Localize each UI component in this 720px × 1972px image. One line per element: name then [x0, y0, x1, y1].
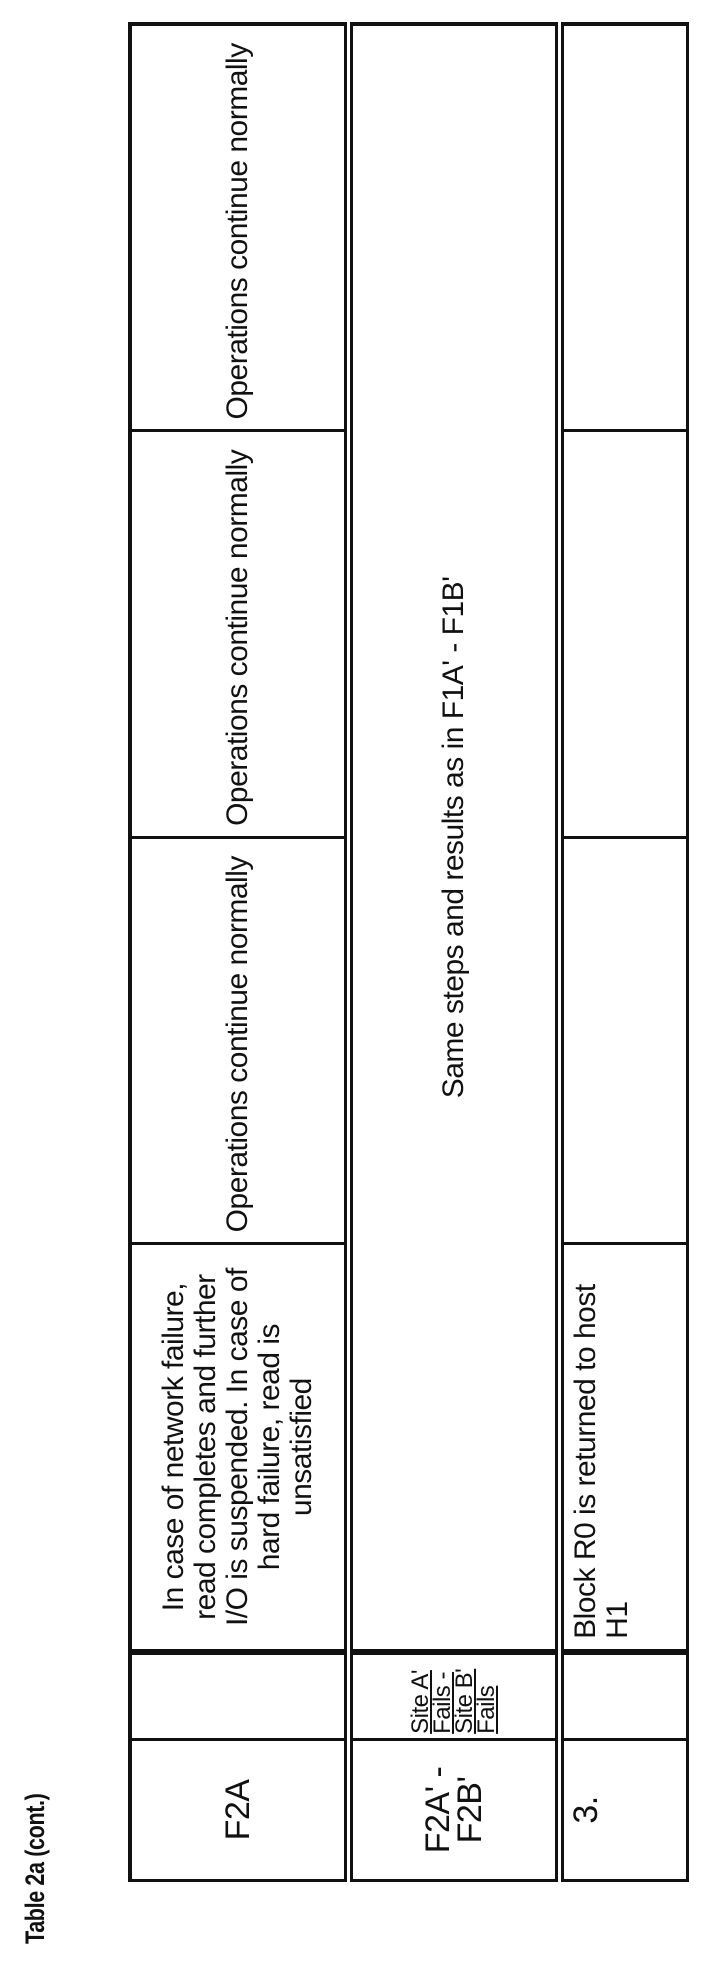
row-id: F2A' - F2B': [349, 1739, 560, 1880]
table-title: Table 2a (cont.): [20, 1794, 51, 1944]
row-label: [560, 1652, 688, 1740]
table-row-3: 3. Block R0 is returned to host H1: [560, 24, 688, 1881]
cell-merged-same-steps: Same steps and results as in F1A' - F1B': [349, 24, 560, 1652]
table-row-f2a-f2b: F2A' - F2B' Site A' Fails - Site B' Fail…: [349, 24, 560, 1881]
table-row-f2a: F2A In case of network failure, read com…: [130, 24, 349, 1881]
failure-table: F2A In case of network failure, read com…: [128, 22, 689, 1882]
cell-f2a-col2: Operations continue normally: [130, 837, 349, 1243]
row-id: 3.: [560, 1739, 688, 1880]
cell-3-col4: [560, 24, 688, 431]
cell-3-col1: Block R0 is returned to host H1: [560, 1244, 688, 1652]
row-id: F2A: [130, 1739, 349, 1880]
cell-f2a-col1: In case of network failure, read complet…: [130, 1244, 349, 1652]
row-label: [130, 1652, 349, 1740]
cell-f2a-col4: Operations continue normally: [130, 24, 349, 431]
cell-3-col3: [560, 431, 688, 837]
row-label: Site A' Fails - Site B' Fails: [349, 1652, 560, 1740]
cell-f2a-col3: Operations continue normally: [130, 431, 349, 837]
cell-3-col2: [560, 837, 688, 1243]
